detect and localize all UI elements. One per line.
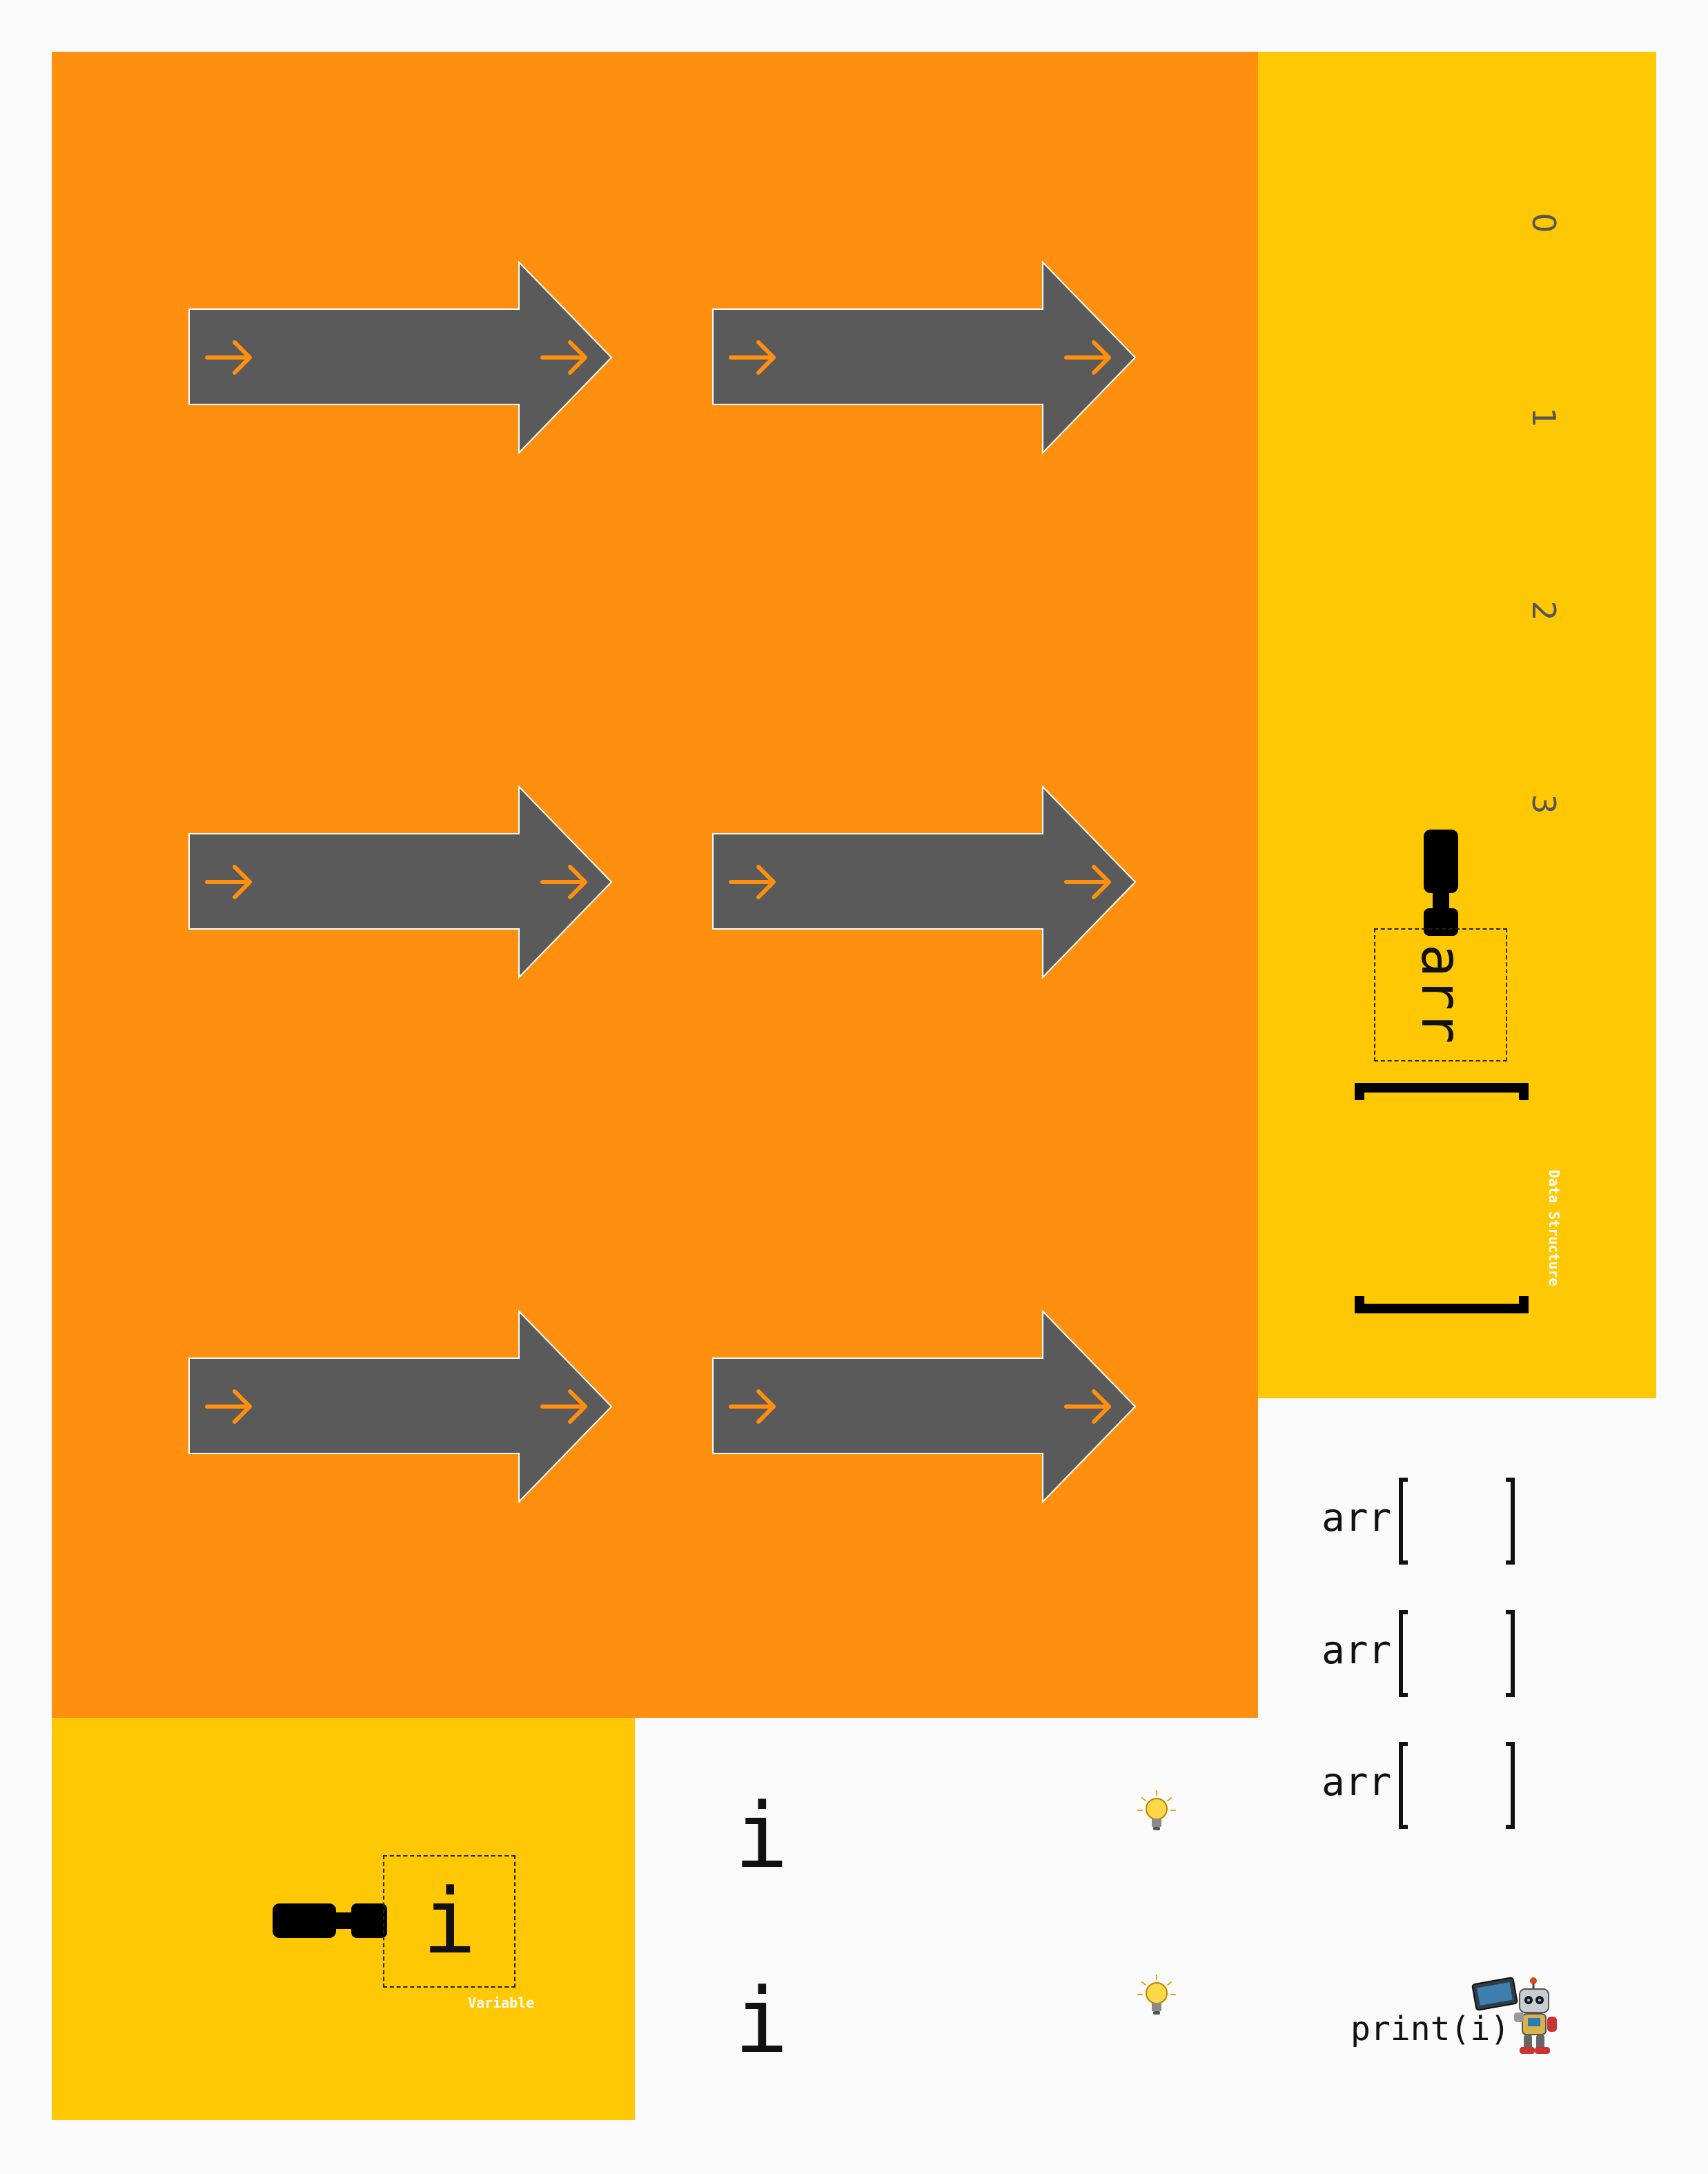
- loop-panel: [52, 52, 1258, 1718]
- lightbulb-icon: [1137, 1790, 1176, 1830]
- variable-name: i: [422, 1869, 477, 1974]
- robot-icon: [1471, 1977, 1557, 2054]
- variable-handle-icon: [273, 1903, 387, 1938]
- access-bracket: [1399, 1478, 1515, 1565]
- array-panel: [1258, 52, 1656, 1398]
- array-index-3: 3: [1525, 794, 1562, 814]
- loop-variable-label: i: [734, 1783, 789, 1888]
- array-bracket: [1355, 1083, 1529, 1313]
- array-access-label: arr: [1322, 1496, 1392, 1540]
- access-bracket: [1399, 1610, 1515, 1697]
- array-index-1: 1: [1525, 407, 1562, 428]
- access-bracket: [1399, 1742, 1515, 1829]
- variable-box: [383, 1855, 516, 1988]
- array-access-label: arr: [1322, 1628, 1392, 1673]
- print-statement: print(i): [1351, 2010, 1511, 2048]
- array-access-label: arr: [1322, 1760, 1392, 1805]
- variable-tag: Variable: [468, 1995, 535, 2011]
- variable-handle-icon: [1424, 830, 1458, 936]
- lightbulb-icon: [1137, 1975, 1176, 2015]
- array-index-2: 2: [1525, 600, 1562, 621]
- loop-variable-label: i: [734, 1968, 789, 2073]
- array-index-0: 0: [1525, 213, 1562, 233]
- data-structure-tag: Data Structure: [1546, 1170, 1562, 1286]
- array-variable-box: [1374, 928, 1507, 1061]
- array-variable-name: arr: [1409, 943, 1473, 1044]
